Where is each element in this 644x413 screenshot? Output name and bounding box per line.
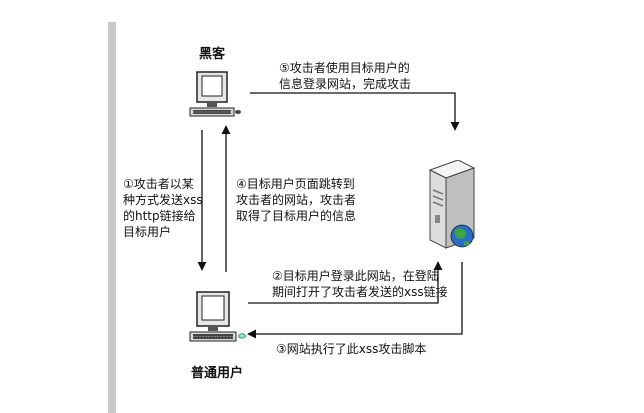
step-3-text: ③网站执行了此xss攻击脚本 xyxy=(276,342,427,356)
hacker-label: 黑客 xyxy=(199,47,226,62)
arrow-step-2 xyxy=(248,261,443,304)
arrow-step-3 xyxy=(247,262,463,339)
user-computer-icon xyxy=(189,291,246,342)
step-4-text: ④目标用户页面跳转到 攻击者的网站，攻击者 取得了目标用户的信息 xyxy=(236,177,357,223)
step-2-text: ②目标用户登录此网站，在登陆 期间打开了攻击者发送的xss链接 xyxy=(272,269,448,299)
server-icon xyxy=(428,160,476,249)
step-1-text: ①攻击者以某 种方式发送xss 的http链接给 目标用户 xyxy=(123,177,203,239)
step-5-text: ⑤攻击者使用目标用户的 信息登录网站，完成攻击 xyxy=(279,61,412,91)
user-label: 普通用户 xyxy=(191,366,244,381)
left-margin-bar xyxy=(108,22,116,413)
hacker-computer-icon xyxy=(189,71,241,117)
arrow-step-5 xyxy=(250,92,460,131)
